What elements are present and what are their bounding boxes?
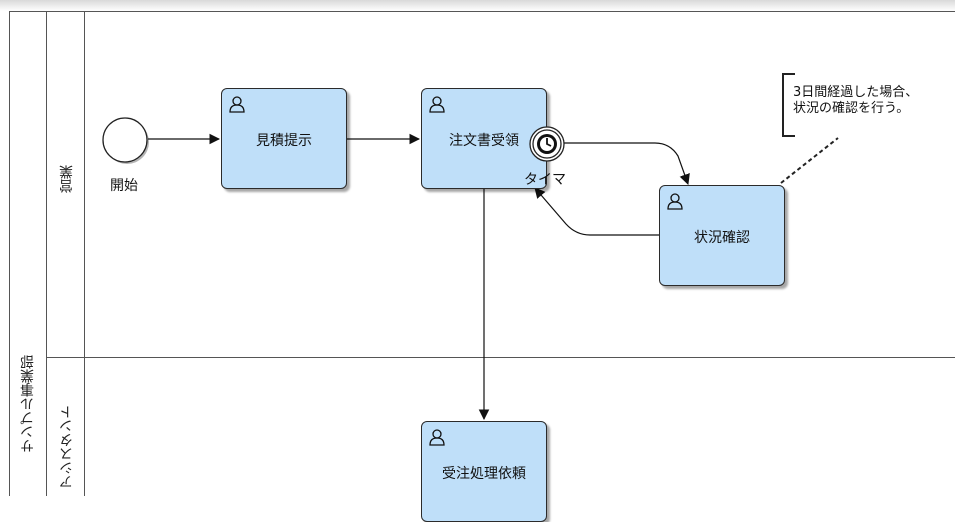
pool-header-divider <box>46 11 47 496</box>
annotation-bracket[interactable] <box>782 73 795 137</box>
annotation-line-1: 3日間経過した場合、 <box>793 85 919 100</box>
timer-event-label: タイマ <box>524 172 566 188</box>
pool-left-border <box>9 11 10 496</box>
annotation-association[interactable] <box>780 137 839 184</box>
task-order-processing-label: 受注処理依頼 <box>442 466 526 482</box>
task-order-processing[interactable]: 受注処理依頼 <box>421 421 547 522</box>
clock-icon <box>537 134 557 154</box>
task-status-check-label: 状況確認 <box>694 230 750 246</box>
text-annotation[interactable]: 3日間経過した場合、 状況の確認を行う。 <box>793 85 918 117</box>
task-quote-label: 見積提示 <box>256 133 312 149</box>
lane-header-divider <box>84 11 85 496</box>
task-order-receipt-label: 注文書受領 <box>449 133 519 149</box>
connectors <box>148 73 839 421</box>
timer-boundary-event[interactable] <box>528 125 566 163</box>
task-quote[interactable]: 見積提示 <box>221 88 347 189</box>
task-status-check[interactable]: 状況確認 <box>659 185 785 286</box>
lane-divider <box>46 357 955 358</box>
canvas-top-shadow <box>0 0 955 11</box>
flow-status-to-order[interactable] <box>534 187 659 236</box>
pool-top-border <box>9 11 955 12</box>
user-icon <box>429 429 445 446</box>
user-icon <box>667 193 683 210</box>
user-icon <box>429 96 445 113</box>
annotation-line-2: 状況の確認を行う。 <box>793 101 910 116</box>
start-event-label: 開始 <box>110 178 138 194</box>
start-event[interactable] <box>100 115 150 165</box>
user-icon <box>229 96 245 113</box>
flow-timer-to-status[interactable] <box>563 142 690 186</box>
